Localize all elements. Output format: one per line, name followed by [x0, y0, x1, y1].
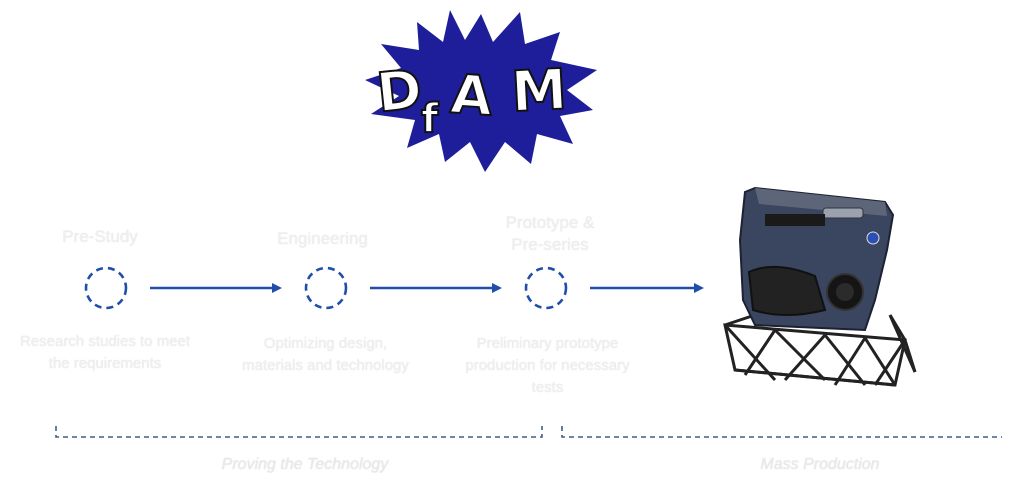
- step-description-engineering: Optimizing design, materials and technol…: [218, 333, 433, 377]
- arrow-right-icon: [590, 283, 704, 293]
- phase-label-mass-production: Mass Production: [760, 456, 880, 473]
- dashed-circle-icon: [84, 266, 128, 310]
- step-description-line: Optimizing design,: [263, 335, 388, 352]
- dashed-circle-icon: [524, 266, 568, 310]
- door-badge: [866, 231, 880, 245]
- phase-bracket-proving: [55, 426, 543, 438]
- phase-label-proving-technology: Proving the Technology: [221, 456, 389, 473]
- lattice-strip: [765, 214, 825, 226]
- step-description-line: materials and technology: [242, 357, 409, 374]
- step-title-engineering: Engineering: [277, 229, 368, 248]
- step-description-line: production for necessary: [465, 357, 630, 374]
- step-title-prototype-pre-series: Prototype & Pre-series: [505, 213, 595, 254]
- logo-letter-m: M: [510, 57, 569, 125]
- phase-bracket-mass-production: [561, 426, 1002, 438]
- dfam-logo: D f A M: [365, 10, 597, 172]
- step-description-line: the requirements: [48, 355, 162, 372]
- step-description-line: Research studies to meet: [19, 333, 191, 350]
- step-title-pre-study: Pre-Study: [62, 227, 138, 246]
- step-description-line: tests: [531, 379, 564, 396]
- door-pocket-lattice: [747, 265, 827, 316]
- logo-burst-shape: [365, 10, 597, 172]
- logo-letter-d: D: [374, 57, 425, 124]
- dashed-circle-icon: [304, 266, 348, 310]
- phase-brackets: [55, 426, 1002, 438]
- logo-letters: D f A M: [373, 56, 570, 143]
- step-description-line: Preliminary prototype: [476, 335, 619, 352]
- arrow-right-icon: [370, 283, 502, 293]
- logo-letter-f: f: [421, 96, 439, 142]
- logo-letter-a: A: [449, 62, 495, 128]
- car-door-panel-image: [723, 186, 917, 387]
- step-description-prototype: Preliminary prototype production for nec…: [440, 333, 655, 399]
- speaker-center: [836, 283, 854, 301]
- step-description-pre-study: Research studies to meet the requirement…: [0, 331, 210, 375]
- door-handle: [822, 207, 864, 219]
- arrow-right-icon: [150, 283, 282, 293]
